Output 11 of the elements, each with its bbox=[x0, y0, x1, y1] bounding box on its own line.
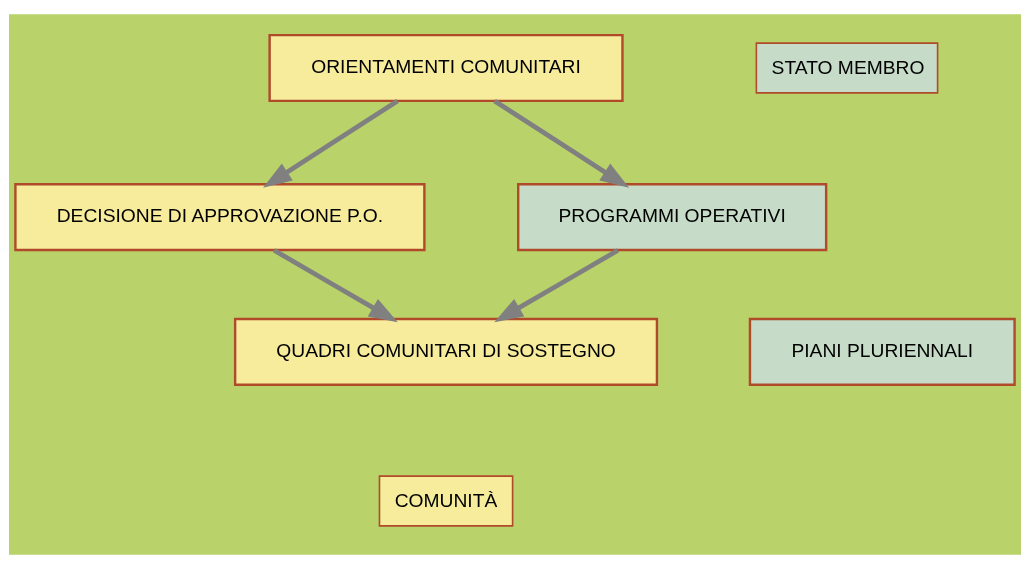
node-box: DECISIONE DI APPROVAZIONE P.O. bbox=[13, 183, 426, 252]
arrow bbox=[493, 248, 619, 323]
arrow bbox=[262, 98, 399, 188]
node-box: PROGRAMMI OPERATIVI bbox=[516, 183, 827, 252]
node-box: ORIENTAMENTI COMUNITARI bbox=[267, 33, 624, 103]
arrow bbox=[492, 98, 629, 188]
node-box: QUADRI COMUNITARI DI SOSTEGNO bbox=[233, 317, 658, 386]
arrow bbox=[272, 248, 398, 323]
legend-label: STATO MEMBRO bbox=[771, 56, 924, 78]
legend-label: COMUNITÀ bbox=[394, 489, 497, 511]
node-box: PIANI PLURIENNALI bbox=[748, 317, 1016, 386]
